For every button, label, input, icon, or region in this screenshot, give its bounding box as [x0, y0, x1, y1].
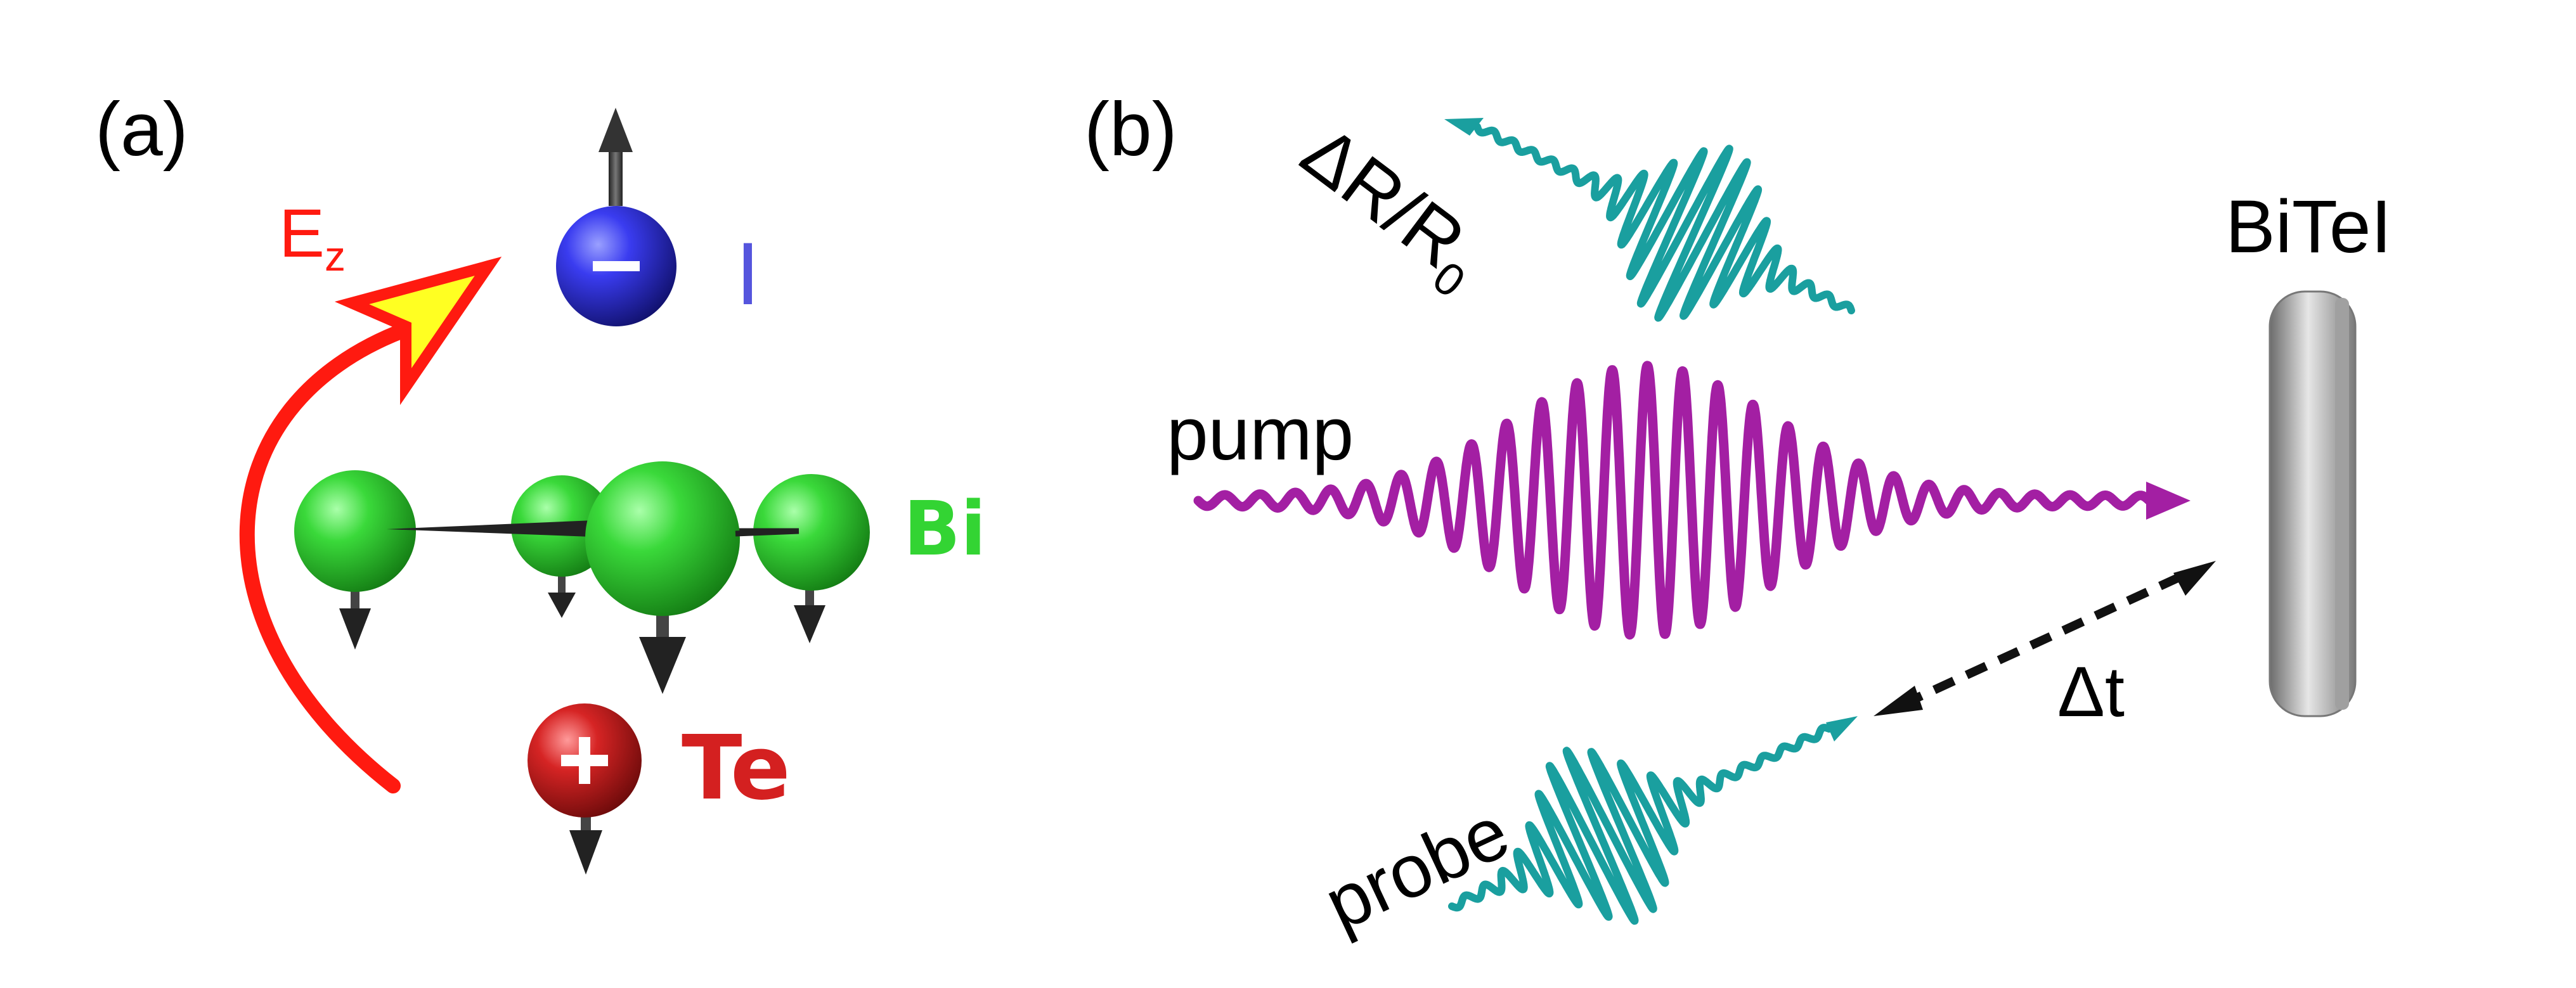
- probe-label: probe: [1312, 790, 1521, 946]
- field-label-main: E: [279, 195, 325, 271]
- sample-label: BiTeI: [2225, 185, 2392, 269]
- pump-arrowhead: [2146, 482, 2191, 520]
- reflected-probe-arrowhead: [1444, 118, 1484, 136]
- bismuth-label: Bi: [903, 485, 986, 572]
- reflected-probe-wave: [1473, 123, 1855, 322]
- pump-label: pump: [1167, 392, 1354, 476]
- charge-minus-icon: [593, 261, 640, 271]
- field-label: Ez: [279, 195, 346, 279]
- field-arrow-curve: [239, 322, 413, 793]
- incident-probe-arrowhead: [1826, 716, 1858, 741]
- field-label-sub: z: [325, 233, 346, 279]
- iodine-label: I: [735, 224, 760, 323]
- panel-b-label: (b): [1084, 87, 1177, 172]
- sample-slab-icon: [2269, 290, 2357, 717]
- tellurium-atom: [527, 703, 642, 818]
- panel-a-label: (a): [95, 87, 188, 172]
- iodine-displacement-arrow-icon: [599, 108, 633, 206]
- tellurium-label: Te: [682, 717, 791, 820]
- reflected-probe-beam: [1444, 118, 1855, 322]
- charge-plus-icon: [561, 737, 608, 784]
- field-arrow-head: [334, 256, 502, 406]
- delay-arrow: [1874, 561, 2216, 716]
- incident-probe-wave: [1448, 724, 1833, 925]
- bismuth-layer: [294, 461, 870, 616]
- delay-label: Δt: [2057, 652, 2125, 731]
- bismuth-displacement-arrows: [339, 567, 825, 694]
- incident-probe-beam: [1448, 716, 1858, 925]
- iodine-atom: [556, 206, 676, 326]
- pump-wave: [1193, 361, 2154, 640]
- pump-beam: [1193, 361, 2191, 640]
- reflectivity-label: ΔR/R0: [1281, 110, 1500, 307]
